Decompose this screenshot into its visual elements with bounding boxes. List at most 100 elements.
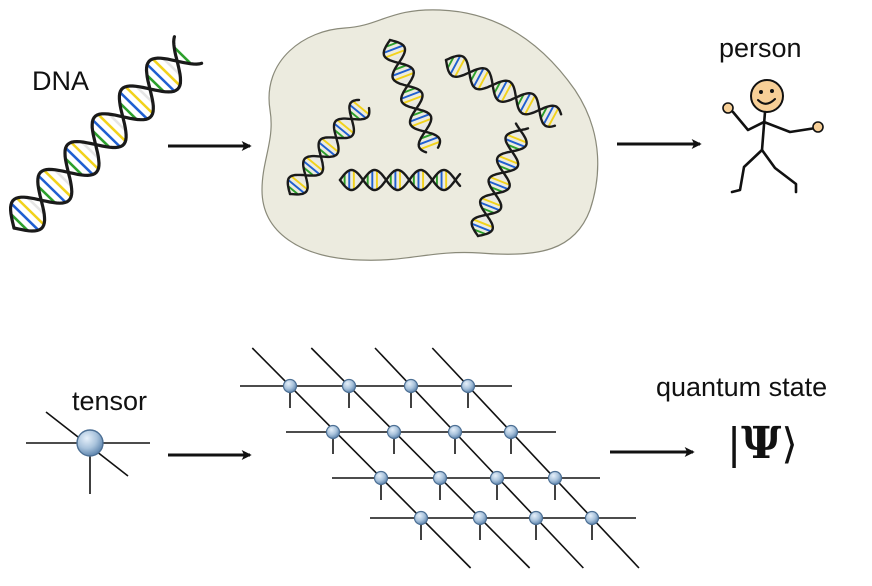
base-pair — [64, 157, 84, 176]
base-pair — [173, 46, 192, 65]
dna-helix-small-5 — [470, 122, 530, 238]
base-pair — [503, 152, 517, 159]
base-pair — [473, 228, 487, 236]
network-tensor-node — [325, 424, 341, 440]
label-quantum-state: quantum state — [656, 372, 828, 402]
base-pair — [512, 131, 525, 138]
backbone-strand-a — [338, 168, 462, 192]
base-pair — [342, 117, 355, 128]
base-pair — [402, 94, 423, 105]
network-tensor-node — [489, 470, 505, 486]
base-pair — [519, 92, 532, 113]
base-pair — [399, 78, 413, 85]
person-leg-right — [760, 148, 798, 194]
base-pair — [327, 136, 339, 147]
base-pair — [80, 140, 100, 160]
base-pair — [454, 57, 466, 78]
base-pair — [479, 201, 500, 212]
person-eye-right — [770, 89, 774, 93]
base-pair — [446, 56, 455, 69]
base-pair — [411, 117, 432, 128]
dna-helix-large — [9, 35, 204, 233]
base-pair — [471, 222, 492, 233]
base-pair — [392, 67, 413, 77]
backbone-strand-a — [476, 122, 528, 238]
base-pair — [460, 63, 469, 77]
base-pair — [336, 119, 355, 134]
network-tensor-node — [503, 424, 519, 440]
base-pair — [296, 174, 308, 184]
base-pair — [420, 133, 434, 140]
person-arm-right — [762, 120, 818, 134]
base-pair — [400, 90, 422, 100]
network-tensor-node — [403, 378, 419, 394]
base-pair — [420, 140, 441, 151]
base-pair — [402, 87, 416, 94]
base-pair — [507, 88, 516, 102]
backbone-strand-b — [444, 54, 563, 116]
base-pair — [472, 67, 485, 88]
base-pair — [498, 165, 512, 172]
base-pair — [318, 147, 330, 158]
base-pair — [162, 57, 181, 76]
dna-helix-small-2 — [444, 54, 563, 129]
network-tensor-node — [547, 470, 563, 486]
base-pair — [349, 110, 361, 121]
network-tensor-node — [386, 424, 402, 440]
base-pair — [91, 119, 121, 148]
base-pair — [490, 186, 503, 193]
psi-symbol: Ψ — [741, 418, 782, 469]
person-body — [760, 110, 767, 152]
person-head — [750, 79, 784, 113]
base-pair — [26, 196, 46, 215]
base-pair — [97, 113, 127, 143]
base-pair — [516, 93, 525, 107]
tensor-node — [76, 429, 104, 457]
base-pair — [118, 102, 138, 121]
base-pair — [305, 156, 324, 172]
base-pair — [43, 169, 72, 198]
base-pair — [473, 218, 494, 229]
network-tensor-node — [460, 378, 476, 394]
base-pair — [53, 168, 73, 188]
person-leg-left — [730, 148, 764, 194]
base-pair — [496, 159, 517, 169]
network-tensor-node — [528, 510, 544, 526]
base-pair — [108, 113, 127, 132]
dna-helix-small-4 — [338, 168, 462, 192]
base-pair — [488, 180, 509, 191]
base-pair — [321, 137, 339, 153]
base-pair — [505, 138, 526, 148]
network-tensor-node — [584, 510, 600, 526]
dna-helix-small-3 — [286, 98, 371, 196]
network-tensor-node — [432, 470, 448, 486]
person-arm-left — [731, 110, 766, 132]
helix-layer — [9, 35, 563, 238]
backbone-strand-b — [388, 38, 442, 149]
network-tensor-node — [282, 378, 298, 394]
ket-angle: ⟩ — [781, 419, 798, 468]
base-pair — [486, 194, 500, 202]
tensor-network — [240, 347, 640, 569]
base-pair — [302, 160, 321, 176]
base-pair — [390, 55, 404, 62]
base-pair — [393, 72, 415, 82]
base-pair — [498, 155, 519, 165]
backbone-strand-b — [470, 127, 530, 238]
base-pair — [409, 113, 430, 123]
single-tensor — [26, 411, 150, 494]
base-pair — [91, 129, 111, 149]
base-pair — [10, 213, 29, 232]
person-stick-figure — [722, 79, 824, 194]
base-pair — [507, 143, 520, 151]
person-hand-left — [722, 102, 734, 114]
network-tensor-node — [373, 470, 389, 486]
base-pair — [394, 64, 407, 71]
backbone-strand-a — [12, 56, 204, 233]
backbone-strand-b — [338, 168, 462, 192]
base-pair — [495, 173, 509, 181]
base-pair — [287, 179, 305, 194]
base-pair — [416, 123, 430, 131]
base-pair — [496, 80, 508, 100]
